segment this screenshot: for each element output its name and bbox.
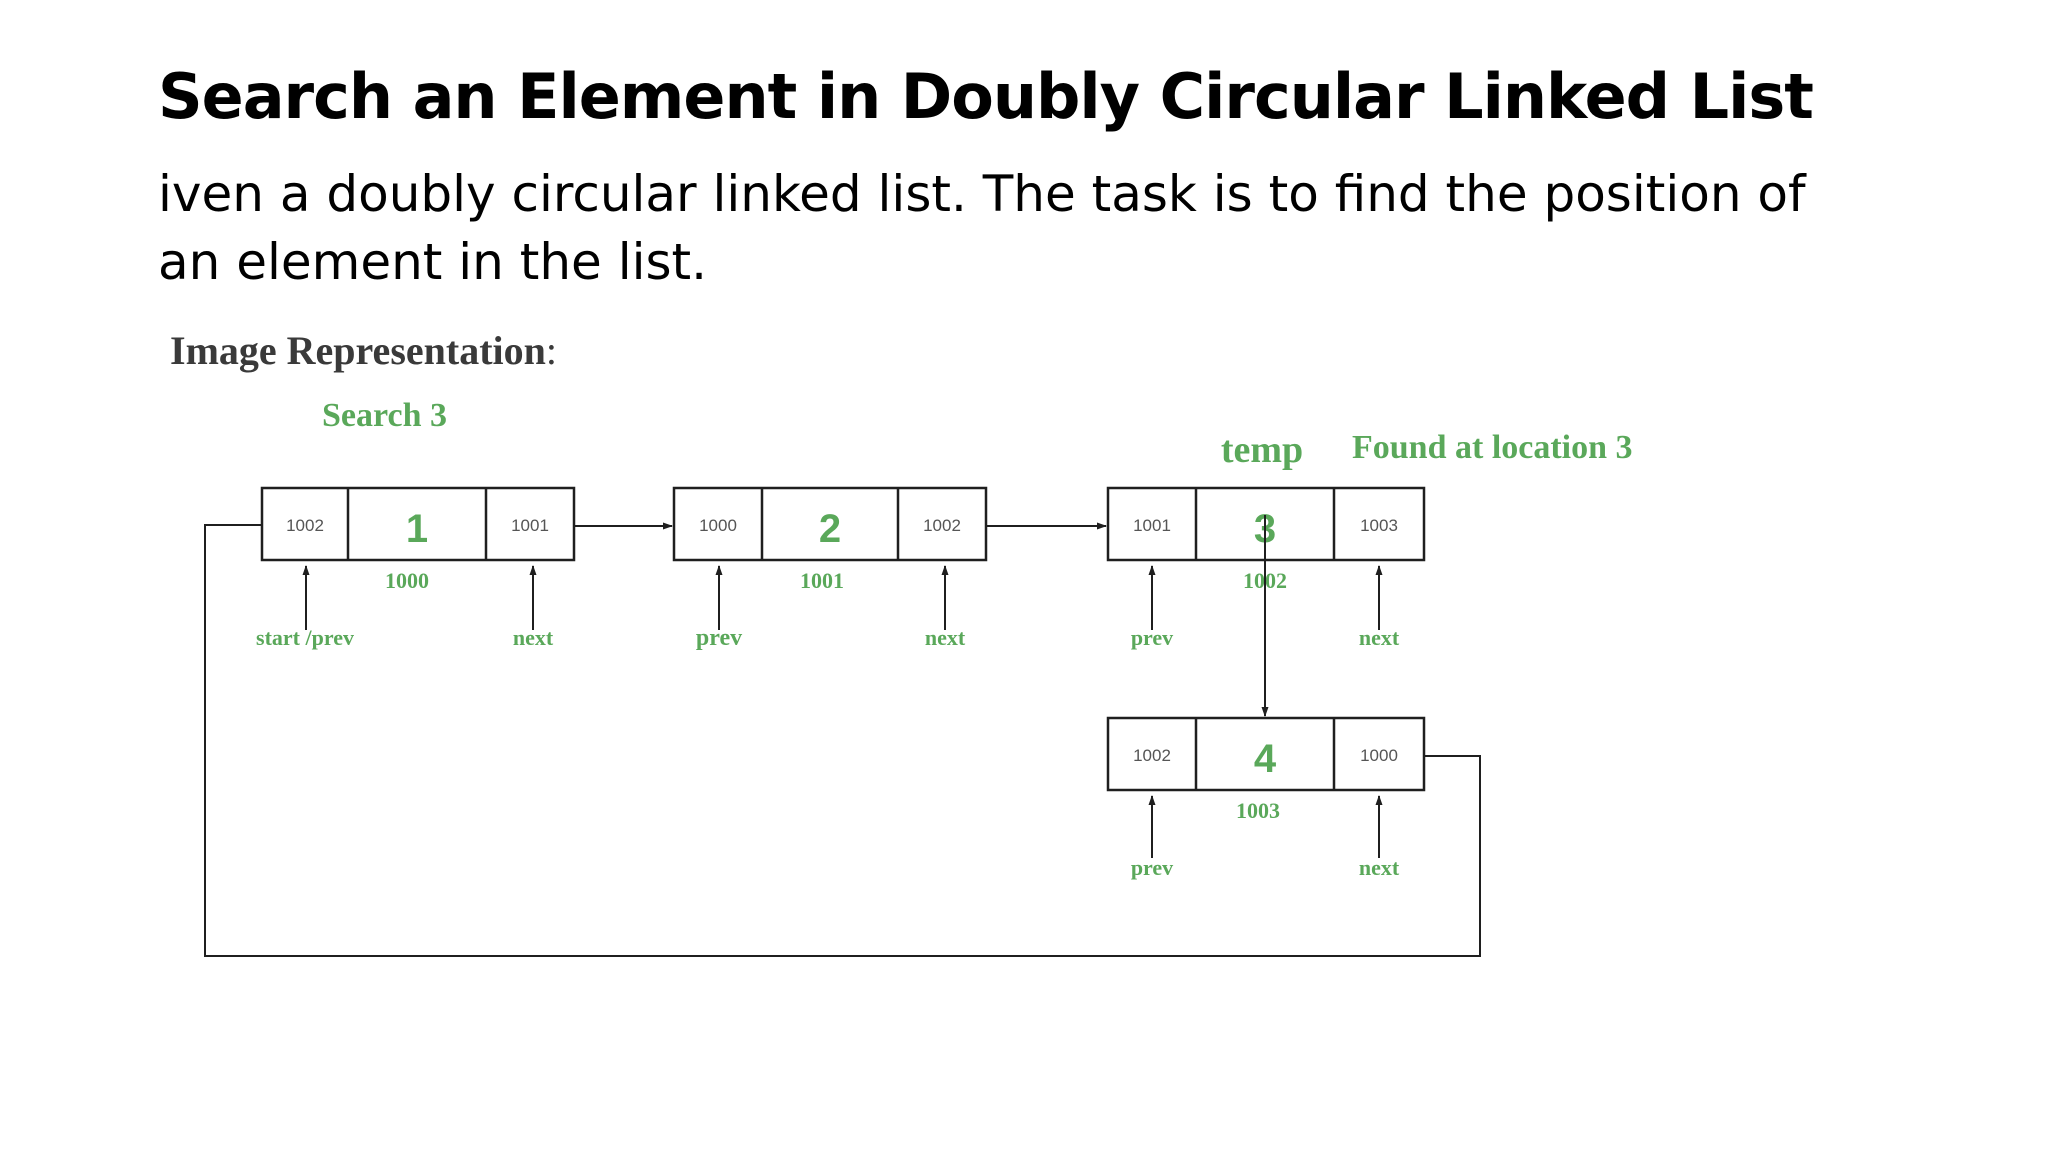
temp-label: temp	[1221, 429, 1303, 471]
pointer-label-node2-prev: prev	[696, 625, 742, 651]
node-2: 1000 2 1002 1001	[672, 486, 988, 593]
description-line-1: iven a doubly circular linked list. The …	[158, 165, 1806, 223]
node-1-data: 1	[406, 507, 428, 551]
node-2-address: 1001	[800, 568, 844, 593]
node-1: 1002 1 1001 1000	[260, 486, 576, 593]
problem-description: iven a doubly circular linked list. The …	[158, 160, 1858, 296]
node-1-address: 1000	[385, 568, 429, 593]
pointer-label-node1-next: next	[513, 625, 554, 650]
node-2-prev: 1000	[699, 516, 737, 535]
search-label: Search 3	[322, 397, 447, 434]
node-4: 1002 4 1000 1003	[1106, 716, 1426, 823]
node-4-next: 1000	[1360, 746, 1398, 765]
pointer-label-node4-next: next	[1359, 855, 1400, 880]
node-4-address: 1003	[1236, 798, 1280, 823]
diagram-heading: Image Representation:	[170, 328, 557, 373]
pointer-label-node4-prev: prev	[1131, 855, 1173, 880]
found-label: Found at location 3	[1352, 429, 1633, 466]
description-line-2: an element in the list.	[158, 233, 708, 291]
pointer-label-node3-next: next	[1359, 625, 1400, 650]
node-1-prev: 1002	[286, 516, 324, 535]
node-3: 1001 3 1003 1002	[1106, 486, 1426, 593]
pointer-label-node1-prev: start /prev	[256, 625, 354, 650]
node-4-data: 4	[1254, 737, 1277, 781]
node-1-next: 1001	[511, 516, 549, 535]
node-3-prev: 1001	[1133, 516, 1171, 535]
node-3-next: 1003	[1360, 516, 1398, 535]
node-2-next: 1002	[923, 516, 961, 535]
pointer-label-node2-next: next	[925, 625, 966, 650]
node-2-data: 2	[819, 507, 841, 551]
node-4-prev: 1002	[1133, 746, 1171, 765]
pointer-label-node3-prev: prev	[1131, 625, 1173, 650]
page-title: Search an Element in Doubly Circular Lin…	[158, 60, 1814, 133]
circular-link-back	[204, 524, 1481, 957]
